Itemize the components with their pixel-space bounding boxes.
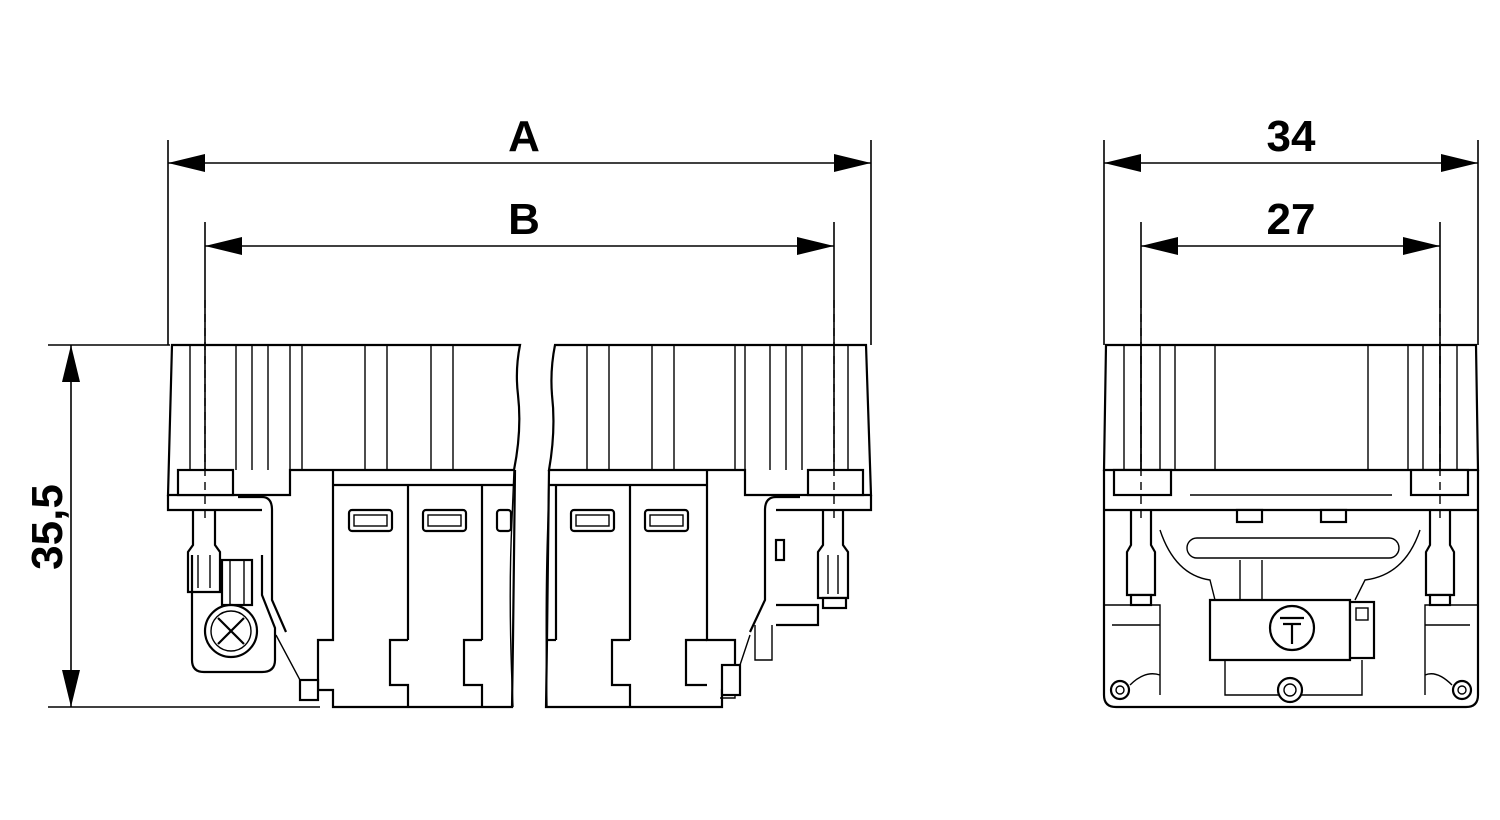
contact-window (347, 508, 394, 533)
dimension-a-label: A (508, 112, 540, 161)
side-view (1102, 300, 1480, 709)
contact-window (569, 508, 616, 533)
screw-clamp (190, 555, 277, 674)
dimension-height-label: 35,5 (23, 484, 72, 570)
dimension-a: A (167, 112, 872, 345)
corner-screw-left (1109, 673, 1161, 701)
earth-clamp (1208, 560, 1376, 704)
terminal-pin-right (774, 300, 850, 627)
dimension-width-outer-label: 34 (1267, 112, 1316, 161)
housing-left-half (166, 343, 522, 633)
contact-inserts-right (544, 469, 773, 709)
contact-inserts-left (275, 469, 517, 709)
contact-window (643, 508, 690, 533)
ground-icon (1268, 604, 1316, 652)
contact-window (421, 508, 468, 533)
front-view (166, 300, 873, 709)
terminal-pin-left (186, 300, 222, 594)
dimension-width-inner: 27 (1140, 195, 1441, 470)
screw-icon (203, 603, 259, 659)
dimension-height: 35,5 (23, 344, 320, 708)
housing-right-half (547, 343, 873, 633)
dimension-width-inner-label: 27 (1267, 195, 1316, 244)
dimension-b-label: B (508, 195, 540, 244)
dimension-width-outer: 34 (1103, 112, 1479, 345)
break-line (509, 344, 521, 708)
contact-window (495, 508, 513, 533)
corner-screw-right (1424, 673, 1473, 701)
